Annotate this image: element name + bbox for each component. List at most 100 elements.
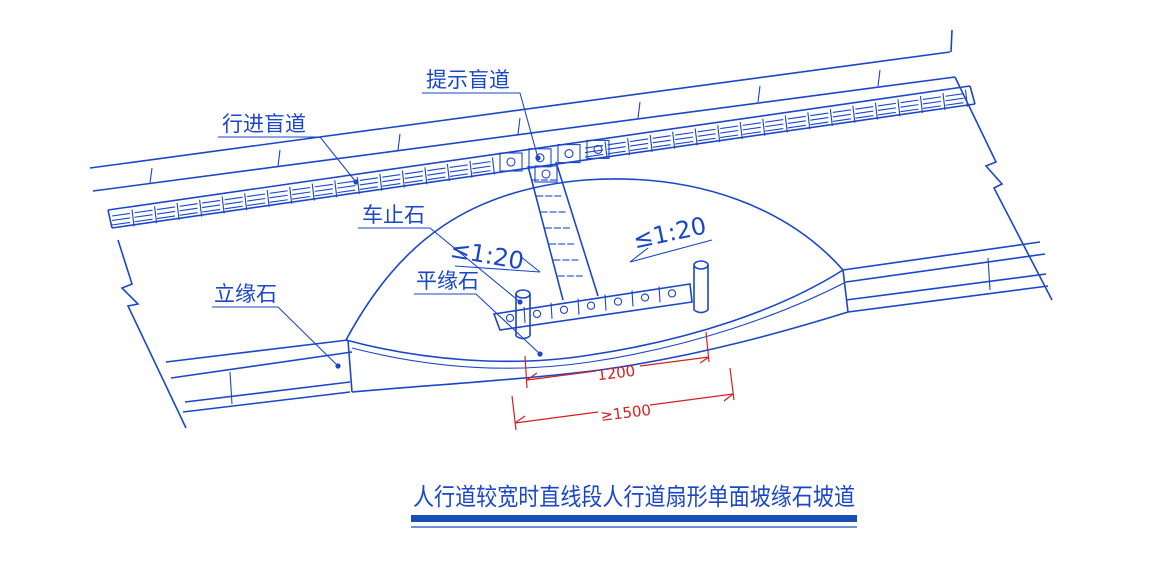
label-tactile-guide: 行进盲道 <box>222 112 306 136</box>
warning-dot <box>586 301 596 310</box>
guide-bar <box>697 133 716 137</box>
guide-bar <box>675 131 694 136</box>
guide-bar <box>247 193 266 198</box>
guide-divider <box>829 109 833 127</box>
slope-right-arrow <box>629 239 713 263</box>
guide-bar <box>427 167 446 172</box>
guide-divider <box>266 189 270 208</box>
warning-tile <box>534 165 558 183</box>
title-underline-bar <box>411 515 857 522</box>
guide-bar <box>202 208 221 213</box>
guide-bar <box>877 111 896 116</box>
break-marks <box>117 76 1053 429</box>
warning-divider <box>577 298 580 315</box>
guide-vertical-edge <box>527 161 599 301</box>
guide-bar <box>855 110 874 115</box>
guide-divider <box>739 121 743 140</box>
guide-bar <box>449 173 468 177</box>
tactile-guide-strip <box>107 85 976 229</box>
guide-bar <box>697 128 716 133</box>
leaders <box>212 92 543 369</box>
guide-divider <box>919 96 923 114</box>
guide-bar <box>111 217 131 222</box>
guide-bar <box>134 214 153 218</box>
guide-bar <box>472 161 491 165</box>
guide-bar <box>337 189 356 194</box>
guide-bar <box>292 195 311 200</box>
guide-bar <box>675 140 694 145</box>
guide-bar <box>337 180 356 185</box>
label-tactile-warning: 提示盲道 <box>426 68 510 92</box>
guide-bar <box>247 197 266 202</box>
guide-bar <box>900 108 919 113</box>
guide-bar <box>247 202 266 207</box>
tactile-warning-tiles <box>492 139 693 331</box>
slope-right-label: ≤1:20 <box>631 212 709 255</box>
fan-ramp <box>345 178 847 369</box>
guide-bar <box>652 135 671 139</box>
guide-divider <box>897 99 901 117</box>
guide-divider <box>199 199 203 217</box>
warning-dot <box>613 297 623 306</box>
guide-bar <box>832 113 851 118</box>
guide-bar <box>945 97 964 102</box>
guide-bar <box>652 139 671 144</box>
guide-bar <box>832 109 851 113</box>
guide-divider <box>379 173 383 191</box>
guide-bar <box>382 183 401 187</box>
guide-bar <box>855 106 874 110</box>
guide-divider <box>627 138 631 156</box>
guide-bar <box>292 186 311 191</box>
guide-bar <box>607 141 626 146</box>
guide-divider <box>604 141 608 159</box>
guide-bar <box>630 138 649 143</box>
guide-bar <box>359 186 378 190</box>
labels: 提示盲道 行进盲道 车止石 平缘石 立缘石 <box>214 68 510 306</box>
guide-divider <box>717 125 721 143</box>
guide-bar <box>945 93 964 97</box>
guide-divider <box>446 164 450 182</box>
guide-bar <box>179 212 198 216</box>
warning-divider <box>550 302 553 319</box>
guide-bar <box>404 179 423 184</box>
far-sidewalk-edge <box>89 29 956 192</box>
guide-divider <box>784 115 788 133</box>
guide-bar <box>675 136 694 141</box>
label-bollard: 车止石 <box>362 203 425 227</box>
guide-bar <box>224 205 243 210</box>
warning-dot <box>564 149 574 159</box>
guide-divider <box>852 105 856 123</box>
guide-bar <box>404 175 423 179</box>
guide-bar <box>472 170 491 174</box>
guide-bar <box>314 192 333 197</box>
guide-divider <box>762 118 766 136</box>
guide-bar <box>900 99 919 104</box>
guide-bar <box>179 203 198 207</box>
warning-divider <box>658 286 661 303</box>
guide-bar <box>427 172 446 176</box>
guide-bar <box>810 121 829 126</box>
guide-bar <box>472 165 491 170</box>
guide-divider <box>424 167 428 185</box>
guide-bar <box>787 120 806 124</box>
guide-divider <box>334 180 338 198</box>
guide-bar <box>111 221 131 226</box>
guide-bar <box>359 181 378 186</box>
title-block: 人行道较宽时直线段人行道扇形单面坡缘石坡道 <box>411 483 857 528</box>
warning-dot <box>593 144 603 154</box>
guide-bar <box>449 168 468 173</box>
guide-bar <box>156 215 176 220</box>
guide-bar <box>652 144 671 148</box>
guide-bar <box>427 176 446 181</box>
guide-bar <box>742 131 761 135</box>
bollards <box>515 260 709 340</box>
guide-bar <box>584 153 604 158</box>
label-flush-curb: 平缘石 <box>416 269 479 293</box>
guide-divider <box>469 160 473 178</box>
warning-tile <box>586 139 610 159</box>
slope-indicators: ≤1:20 ≤1:20 <box>448 212 713 275</box>
warning-divider <box>631 290 634 307</box>
guide-bar <box>810 117 829 121</box>
guide-bar <box>922 105 942 110</box>
guide-bar <box>337 184 356 189</box>
